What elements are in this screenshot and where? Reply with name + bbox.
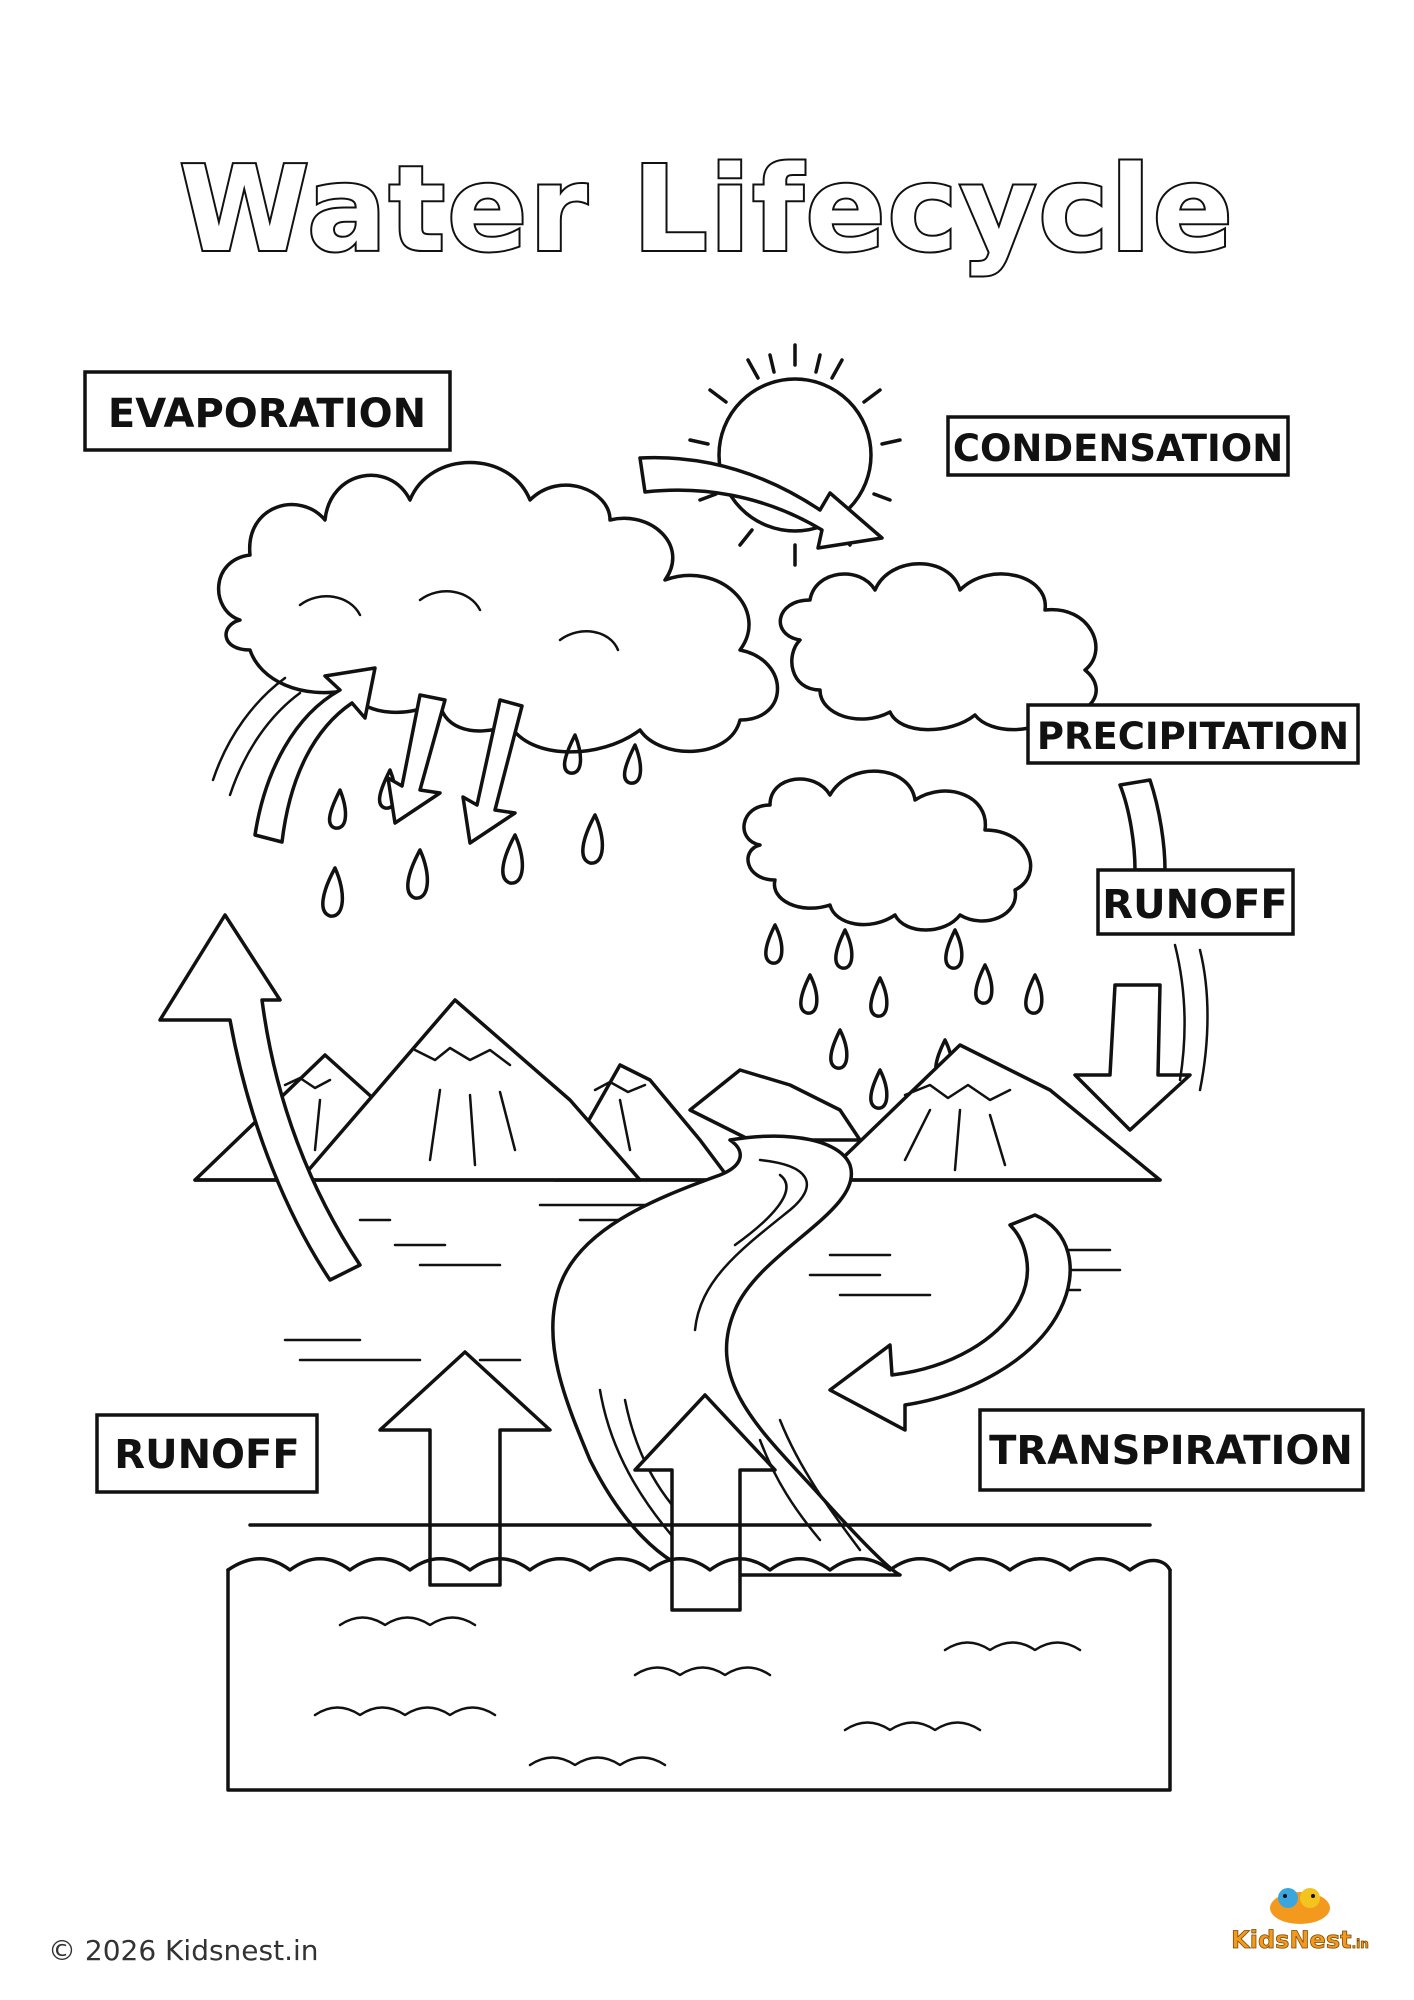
arrow-up-water-1 [378,1350,552,1587]
label-condensation-text: CONDENSATION [953,427,1283,470]
mountains [193,998,1162,1182]
arrow-precipitation [1118,778,1167,872]
label-precipitation: PRECIPITATION [1026,703,1360,765]
ocean [226,1523,1172,1792]
arrow-down-2 [461,698,524,845]
arrow-evaporation-up [253,666,377,844]
raindrops-left [321,733,643,918]
label-transpiration-text: TRANSPIRATION [989,1428,1353,1474]
label-evaporation-text: EVAPORATION [108,391,426,437]
arrow-runoff-down [1073,983,1192,1132]
arrow-to-sun [638,455,884,550]
label-runoff-left: RUNOFF [95,1413,319,1494]
label-precipitation-text: PRECIPITATION [1037,715,1349,758]
svg-text:KidsNest.in: KidsNest.in [1231,1926,1369,1954]
copyright-footer: © 2026 Kidsnest.in [48,1934,319,1967]
arrow-up-water-2 [633,1393,777,1612]
page-title: Water Lifecycle [179,140,1235,278]
arrow-evaporation-left [158,913,362,1282]
label-runoff-right: RUNOFF [1096,868,1295,936]
cloud-right [778,562,1098,732]
arrow-down-1 [386,693,447,825]
label-runoff-right-text: RUNOFF [1102,882,1287,928]
label-runoff-left-text: RUNOFF [114,1432,299,1478]
cloud-small [742,769,1033,932]
kidsnest-logo: KidsNest.in [1231,1888,1369,1954]
label-evaporation: EVAPORATION [83,370,452,452]
label-condensation: CONDENSATION [946,415,1290,477]
label-transpiration: TRANSPIRATION [978,1408,1365,1492]
arrow-transpiration [828,1213,1072,1432]
